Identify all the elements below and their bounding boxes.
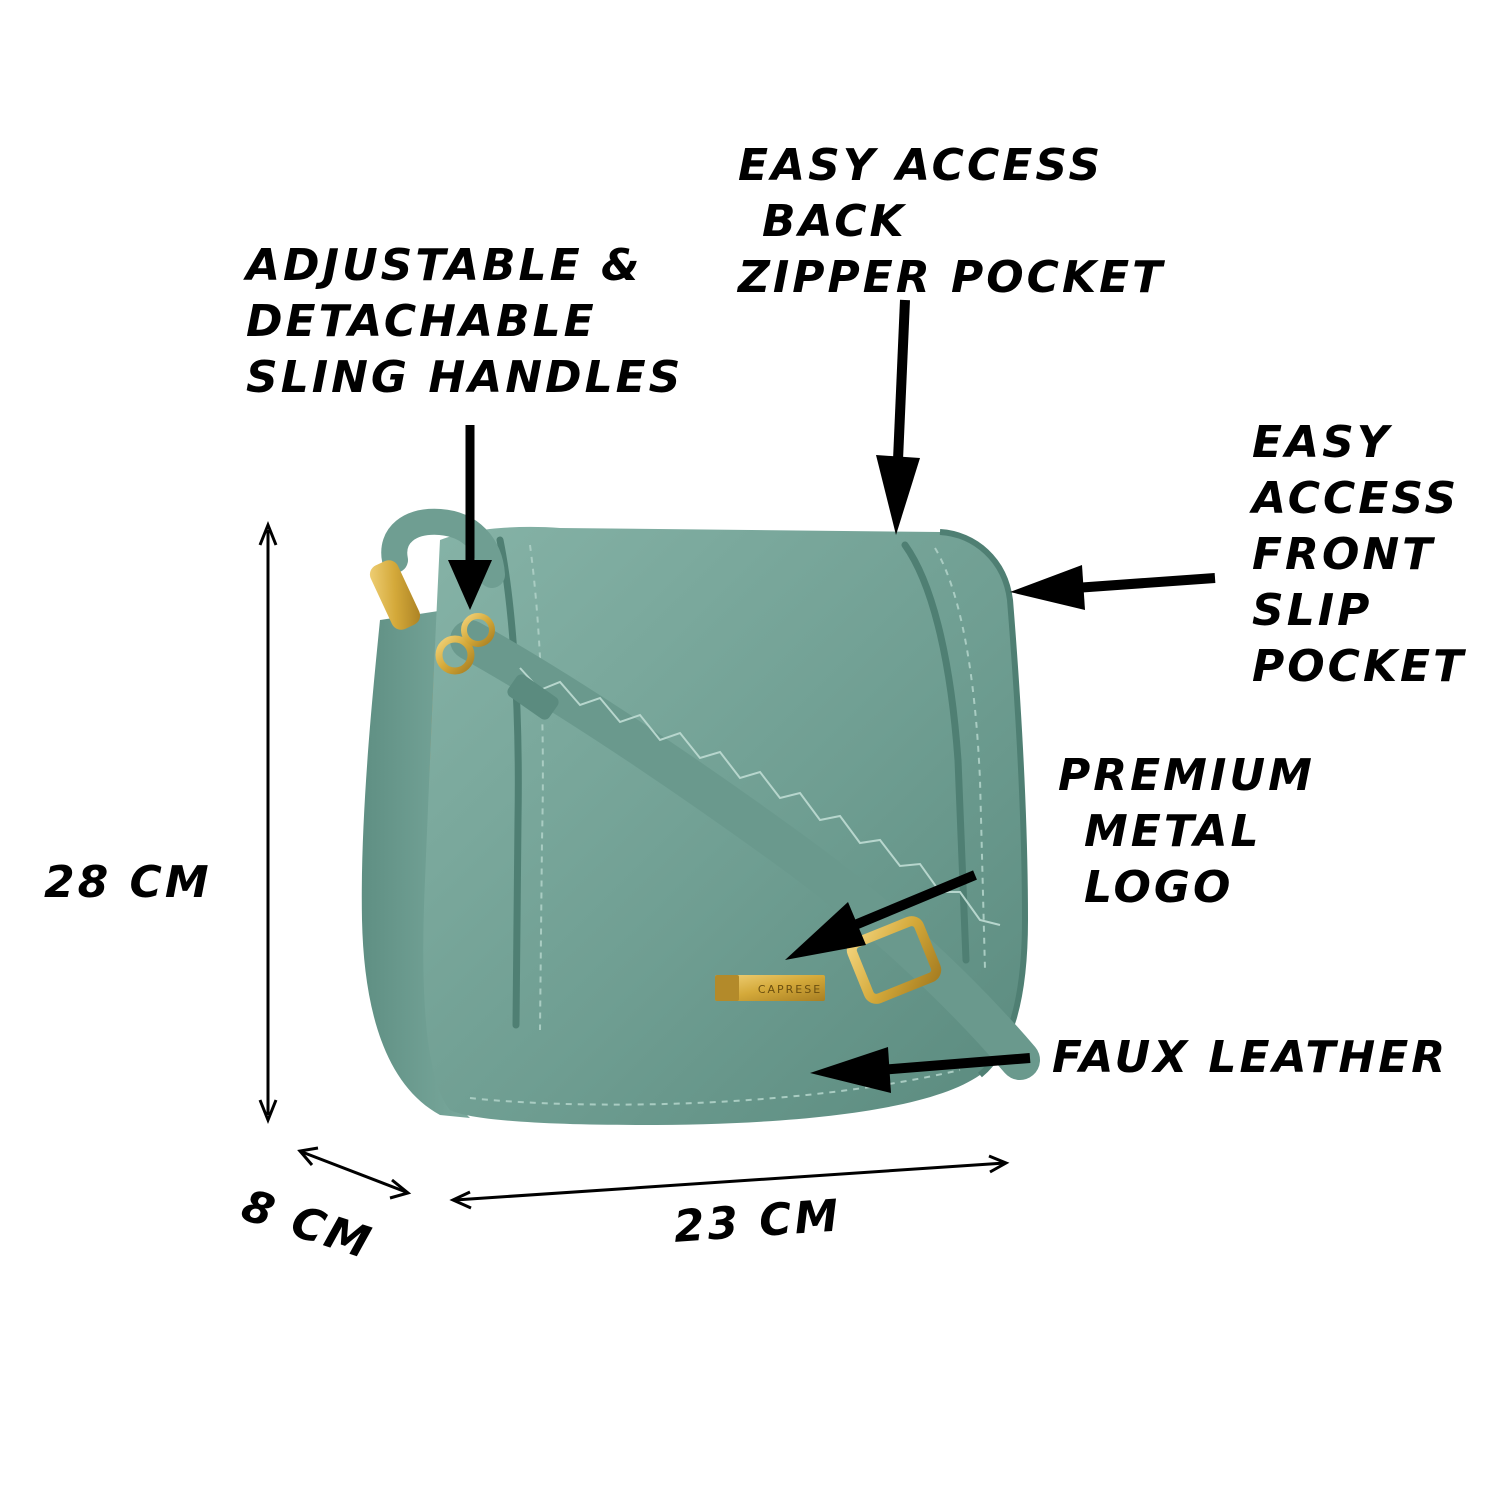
bag-side-gusset [361, 610, 470, 1118]
strap-keeper [507, 674, 559, 720]
faux-leather-arrow-head [810, 1047, 891, 1093]
width-dimension-label: 23 CM [672, 1190, 843, 1253]
logo-label: PREMIUM METAL LOGO [1058, 750, 1315, 913]
flap-edge [939, 529, 1029, 1078]
back-pocket-label: EASY ACCESS BACK ZIPPER POCKET [738, 140, 1166, 303]
material-label: FAUX LEATHER [1052, 1032, 1449, 1083]
swivel-clasp [369, 560, 421, 630]
height-dimension-label: 28 CM [44, 857, 212, 908]
front-pocket-arrow-head [1010, 565, 1085, 610]
front-pocket-label: EASY ACCESS FRONT SLIP POCKET [1252, 417, 1467, 692]
strap-top-loop [381, 508, 505, 588]
width-dimension-arrow [449, 1154, 1010, 1210]
height-dimension-arrow [258, 520, 278, 1125]
front-pocket-arrow [1074, 573, 1216, 593]
left-seam-stitch [529, 544, 544, 1031]
sling-label: ADJUSTABLE & DETACHABLE SLING HANDLES [246, 240, 684, 403]
depth-dimension-arrow [297, 1146, 412, 1200]
strap-diagonal [450, 620, 1040, 1080]
metal-logo-plate [715, 975, 825, 1001]
back-pocket-arrow [893, 299, 910, 461]
d-ring-left [435, 635, 475, 675]
right-seam [901, 541, 970, 964]
faux-leather-arrow [879, 1053, 1031, 1075]
logo-arrow [853, 870, 977, 930]
logo-arrow-head [785, 902, 866, 960]
brand-plate-text: CAPRESE [758, 983, 822, 996]
sling-arrow-head [448, 560, 492, 610]
strap-zigzag-stitch [519, 667, 1001, 926]
strap-buckle [846, 916, 942, 1004]
back-pocket-arrow-head [876, 455, 920, 535]
metal-logo-plate-end [715, 975, 739, 1001]
d-ring-right [461, 613, 495, 647]
